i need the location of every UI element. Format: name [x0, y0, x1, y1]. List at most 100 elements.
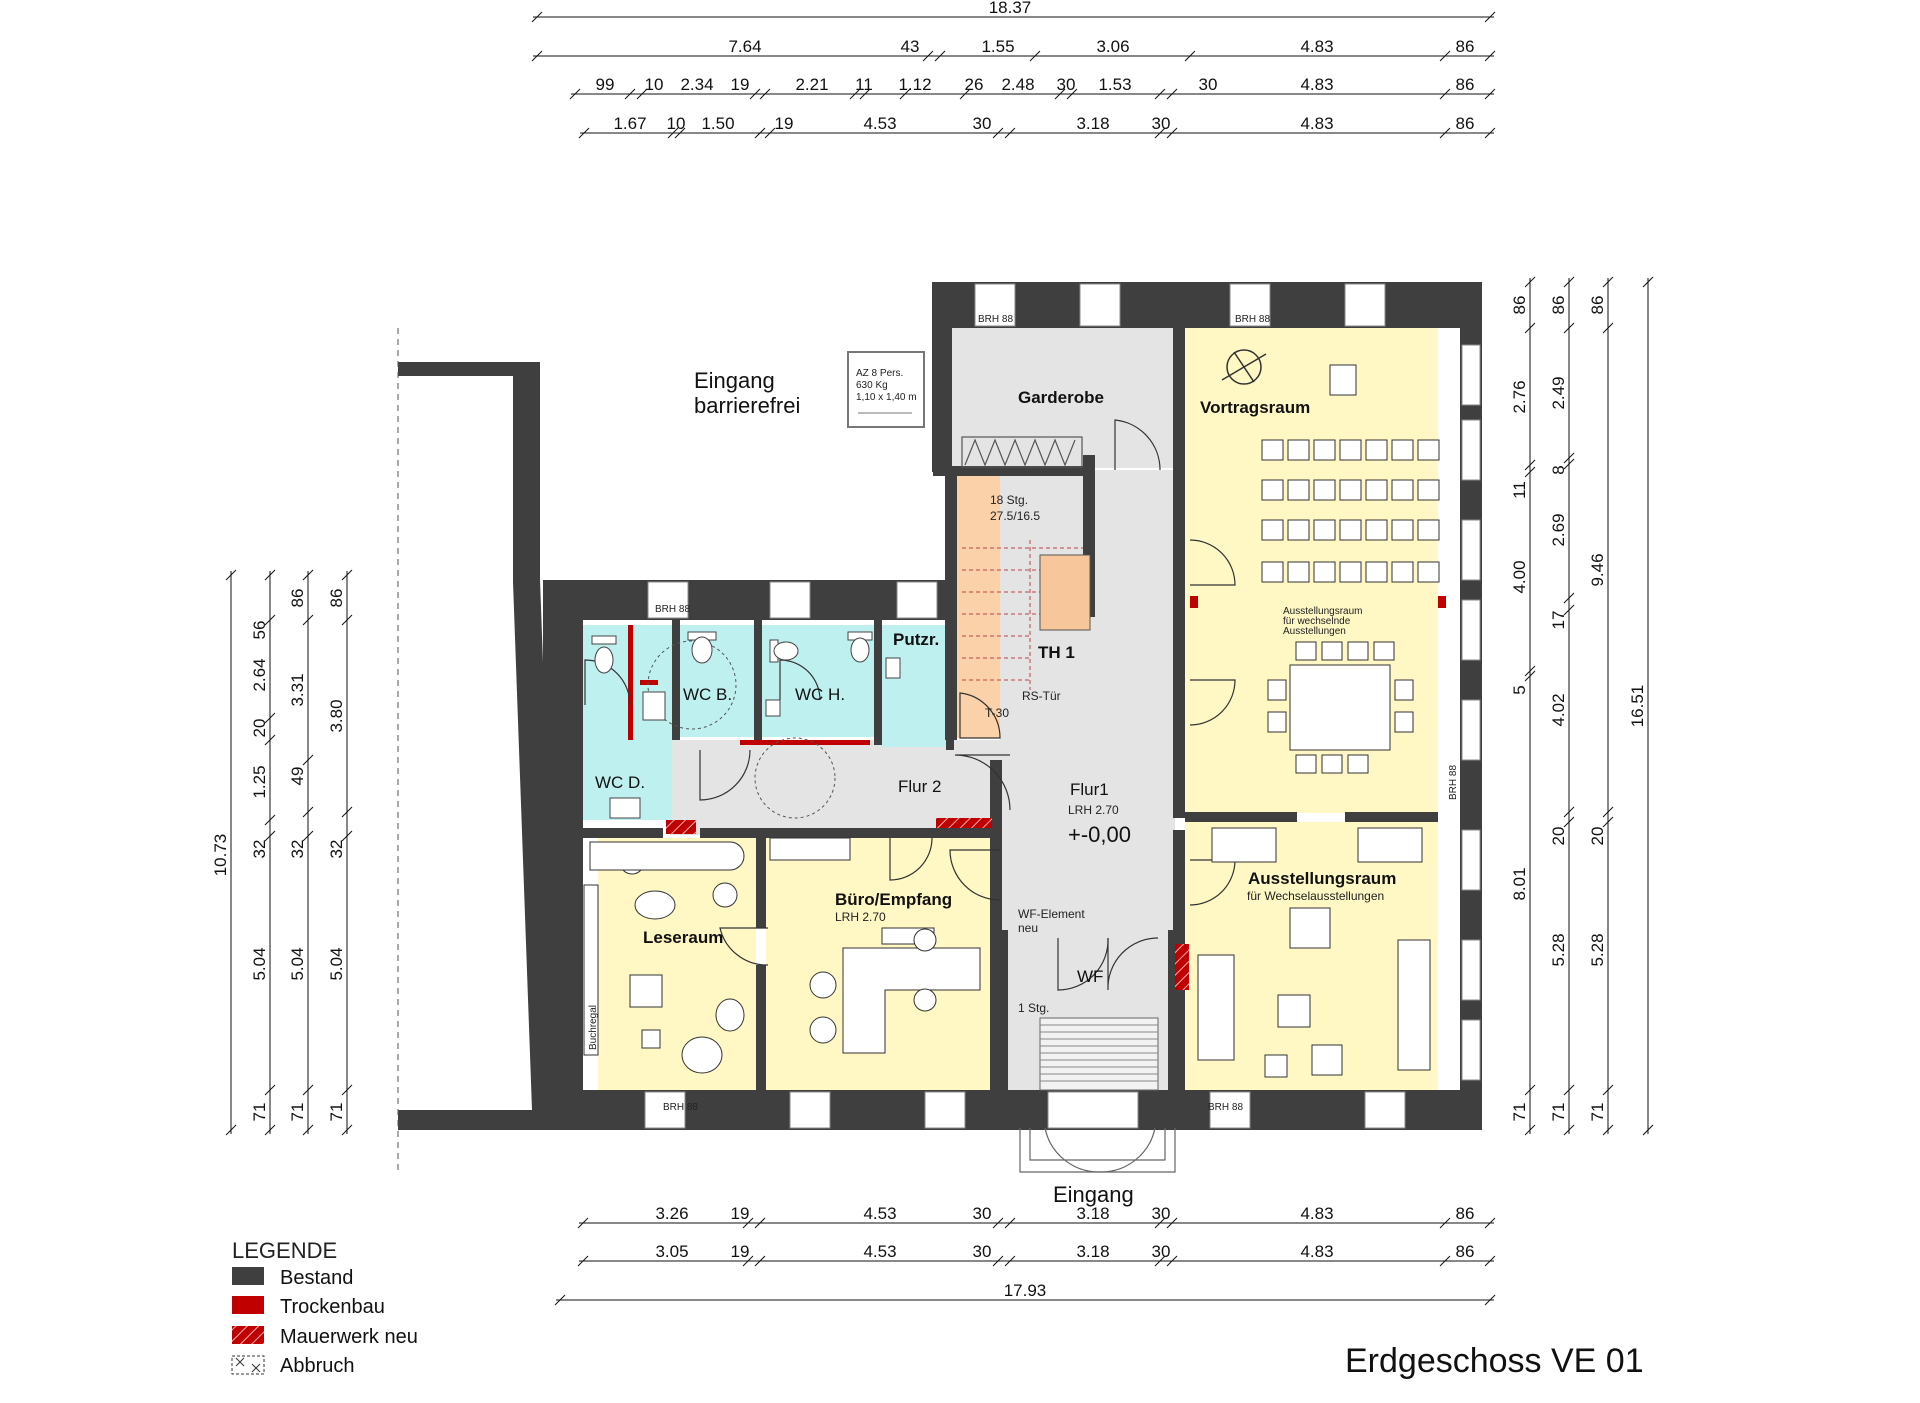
dim-top-row2-label-7: 26: [965, 75, 984, 94]
dim-right-total-label-0: 16.51: [1628, 685, 1647, 728]
dim-right-col3-tick-3: [1602, 816, 1614, 828]
plan-title: Erdgeschoss VE 01: [1345, 1342, 1644, 1380]
dim-bottom-row1-label-6: 4.83: [1300, 1204, 1333, 1223]
dim-bottom-row2-label-7: 86: [1456, 1242, 1475, 1261]
dim-top-row2-tick-3: [749, 88, 761, 100]
new-walls: [628, 596, 1446, 990]
exhibition-table: [1267, 364, 1414, 774]
chair-row3-seat1: [1261, 519, 1284, 541]
dim-top-row3-label-6: 3.18: [1076, 114, 1109, 133]
dim-left-col2-label-0: 86: [288, 589, 307, 608]
dim-right-col2-tick-3: [1563, 458, 1575, 470]
dim-top-row3-label-8: 4.83: [1300, 114, 1333, 133]
dim-left-col2-tick-5: [302, 1084, 314, 1096]
dim-right-col2-tick-5: [1563, 604, 1575, 616]
dim-bottom-row1-tick-5: [1154, 1217, 1166, 1229]
dim-left-col2-tick-0: [302, 569, 314, 581]
dim-left-total-label-0: 10.73: [211, 834, 230, 877]
dim-left-col1-tick-0: [264, 569, 276, 581]
entrance-steps: [1039, 1017, 1159, 1091]
brh-label-3: BRH 88: [655, 604, 690, 615]
dim-right-col2-label-2: 8: [1549, 465, 1568, 474]
dim-left-col1-tick-1: [264, 614, 276, 626]
dim-bottom-row1-tick-1: [742, 1217, 754, 1229]
dim-bottom-row2-tick-5: [1154, 1255, 1166, 1267]
dim-top-row1-tick-4: [1184, 50, 1196, 62]
buero-lrh-label: LRH 2.70: [835, 910, 886, 924]
dim-right-col1-label-1: 2.76: [1510, 380, 1529, 413]
barrier-free-entrance-label-2: barrierefrei: [694, 393, 800, 418]
dim-top-row1-label-0: 7.64: [728, 37, 761, 56]
dim-left-col3-label-0: 86: [327, 589, 346, 608]
dim-left-col2-tick-6: [302, 1124, 314, 1136]
dim-left-col3-label-2: 32: [327, 840, 346, 859]
main-entrance-label: Eingang: [1053, 1182, 1134, 1207]
dim-bottom-row2-tick-7: [1439, 1255, 1451, 1267]
dim-top-row2-label-13: 86: [1456, 75, 1475, 94]
flur1-label: Flur1: [1070, 780, 1109, 799]
brh-label-6: BRH 88: [1448, 765, 1459, 800]
brh-label-1: BRH 88: [978, 314, 1013, 325]
dim-top-row3-label-0: 1.67: [613, 114, 646, 133]
dim-left-col1-label-6: 71: [250, 1103, 269, 1122]
dim-left-col1-label-3: 1.25: [250, 765, 269, 798]
dim-top-row1-label-2: 1.55: [981, 37, 1014, 56]
legend-title: LEGENDE: [232, 1238, 337, 1263]
dim-left-col1-tick-7: [264, 1124, 276, 1136]
vortragsraum-label: Vortragsraum: [1200, 398, 1310, 417]
dim-left-col1-label-0: 56: [250, 621, 269, 640]
stair-ratio-label: 27.5/16.5: [990, 509, 1040, 523]
leseraum-furniture: [583, 841, 745, 1074]
dim-right-col2-label-8: 71: [1549, 1103, 1568, 1122]
leseraum-fill: [598, 838, 756, 1090]
dim-top-row1-tick-2: [934, 50, 946, 62]
dim-top-row2-tick-0: [569, 88, 581, 100]
dim-left-col1-tick-4: [264, 814, 276, 826]
legend-swatch-bestand: [232, 1267, 264, 1285]
walls: [398, 282, 1482, 1130]
dim-left-col2-label-5: 71: [288, 1103, 307, 1122]
dim-top-row2-tick-14: [1484, 88, 1496, 100]
chair-row4-seat5: [1365, 561, 1388, 583]
legend: LEGENDE Bestand Trockenbau Mauerwerk neu…: [231, 1238, 418, 1377]
dim-top-row3-tick-5: [992, 127, 1004, 139]
dim-left-col1-tick-2: [264, 712, 276, 724]
flur2-label: Flur 2: [898, 777, 941, 796]
chair-row3-seat2: [1287, 519, 1310, 541]
ausstellungsraum-small-1: Ausstellungsraum: [1283, 606, 1362, 617]
dim-left-col2-tick-2: [302, 754, 314, 766]
buchregal-label: Buchregal: [588, 1005, 599, 1050]
dim-left-col2-label-3: 32: [288, 840, 307, 859]
dim-bottom-row1-label-0: 3.26: [655, 1204, 688, 1223]
wc-h-label: WC H.: [795, 685, 845, 704]
dim-right-col1-tick-3: [1524, 466, 1536, 478]
dim-top-row3-label-5: 30: [973, 114, 992, 133]
dim-top-row2-label-6: 1.12: [898, 75, 931, 94]
dim-left-col1-tick-5: [264, 830, 276, 842]
dim-top-total-tick-0: [531, 11, 543, 23]
dim-left-col3-tick-2: [341, 806, 353, 818]
chair-row3-seat5: [1365, 519, 1388, 541]
dim-right-col2-tick-0: [1563, 276, 1575, 288]
barrier-free-entrance-label-1: Eingang: [694, 368, 775, 393]
dim-right-col2-label-4: 17: [1549, 611, 1568, 630]
dim-right-col3-tick-1: [1602, 322, 1614, 334]
ausstellungsraum-label: Ausstellungsraum: [1248, 869, 1396, 888]
dim-bottom-row2-label-1: 19: [731, 1242, 750, 1261]
chair-row1-seat1: [1261, 439, 1284, 461]
dim-top-row2-label-1: 10: [645, 75, 664, 94]
chair-row1-seat5: [1365, 439, 1388, 461]
dim-right-col2-label-7: 5.28: [1549, 933, 1568, 966]
dim-bottom-total-tick-0: [554, 1294, 566, 1306]
elevator-line3: 1,10 x 1,40 m: [856, 392, 917, 403]
dim-top-row3-tick-4: [764, 127, 776, 139]
dim-left-col3-tick-4: [341, 1084, 353, 1096]
dim-bottom-row2-tick-8: [1484, 1255, 1496, 1267]
dim-top-row3-label-2: 1.50: [701, 114, 734, 133]
chair-row3-seat4: [1339, 519, 1362, 541]
dim-right-col2-label-1: 2.49: [1549, 376, 1568, 409]
dim-right-col2-tick-1: [1563, 322, 1575, 334]
chair-row1-seat3: [1313, 439, 1336, 461]
legend-label-trockenbau: Trockenbau: [280, 1296, 385, 1318]
